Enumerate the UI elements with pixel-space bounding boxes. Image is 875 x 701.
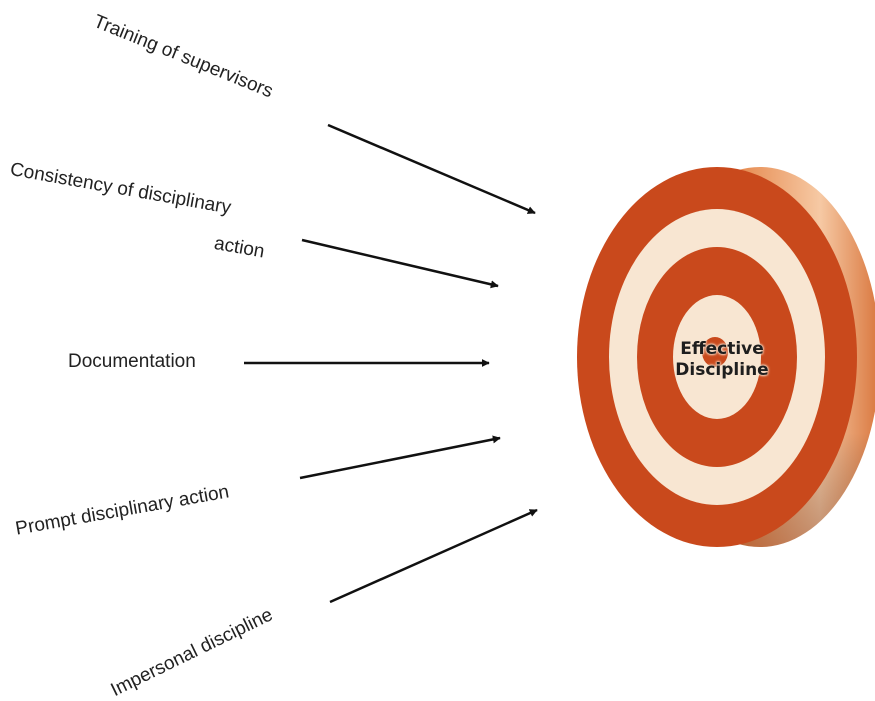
target-label-line2: Discipline	[675, 360, 769, 380]
label-documentation: Documentation	[68, 351, 196, 372]
arrow-consistency	[301, 238, 499, 289]
arrow-prompt	[299, 435, 501, 480]
target-label-line1: Effective	[680, 339, 764, 359]
target	[577, 167, 875, 547]
target-bullseye	[702, 337, 728, 367]
arrow-impersonal	[329, 508, 538, 604]
arrow-training	[327, 123, 536, 215]
arrows	[244, 123, 538, 604]
target-label: Effective Discipline	[667, 339, 777, 381]
